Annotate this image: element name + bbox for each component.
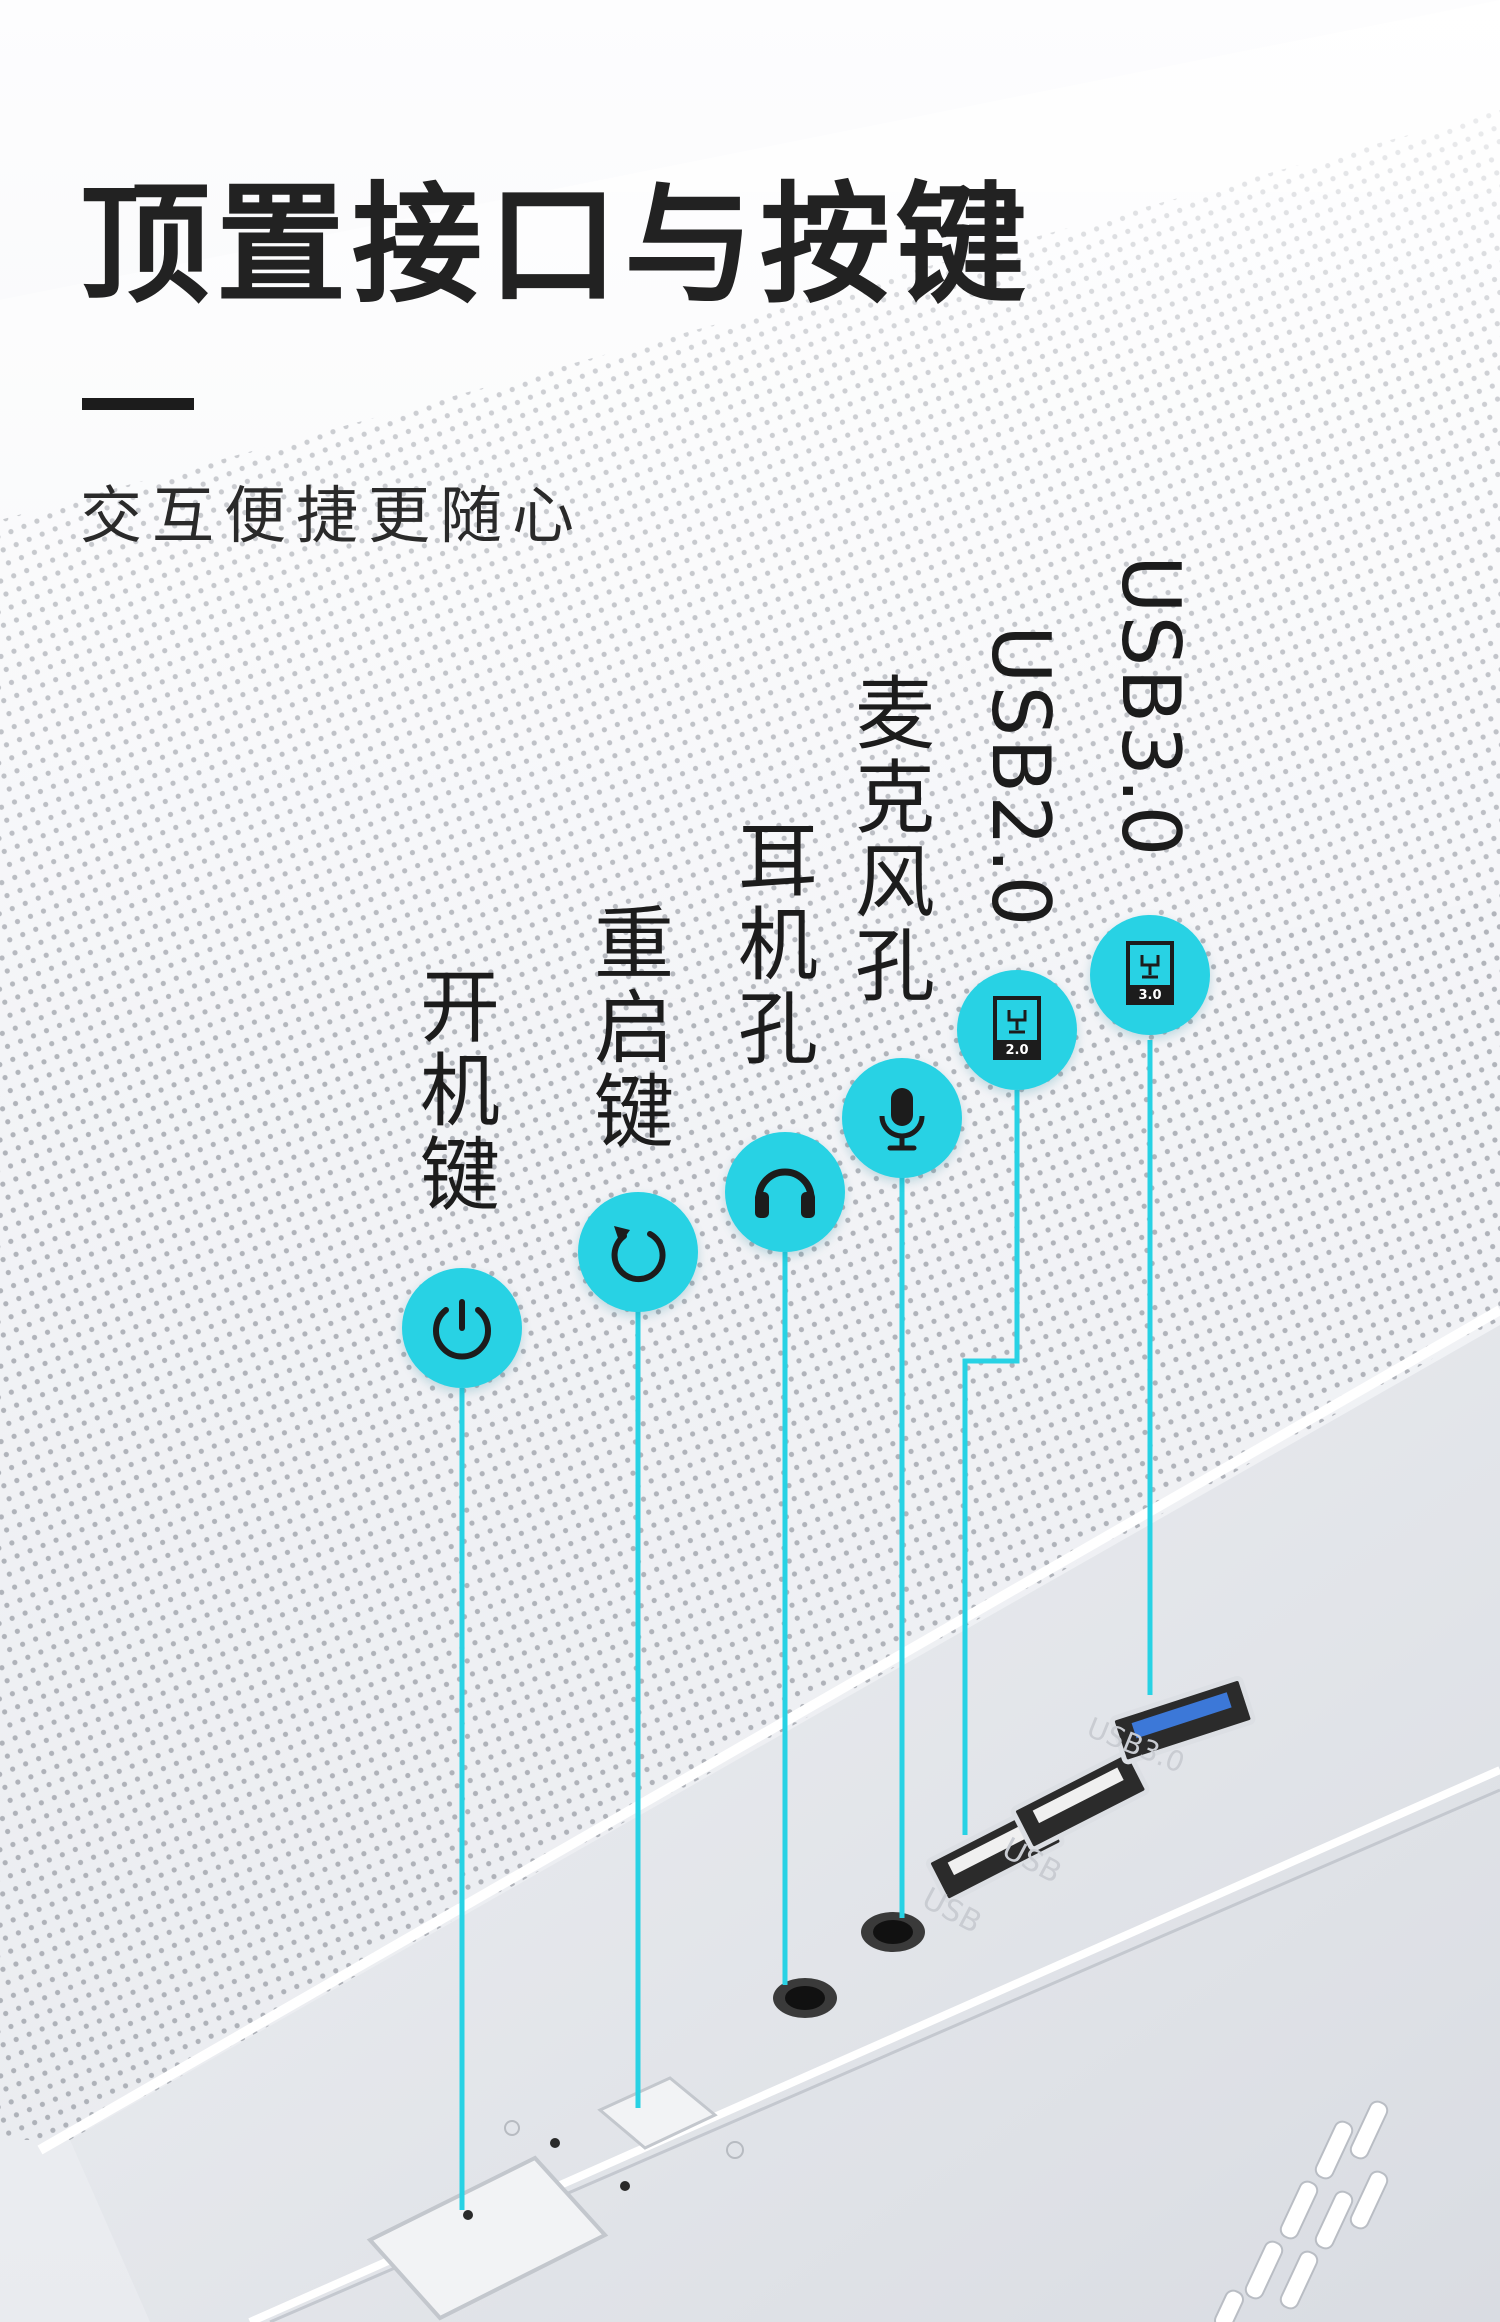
label-char: 重	[594, 898, 674, 991]
headphone-icon	[755, 1168, 815, 1218]
microphone-jack[interactable]	[861, 1912, 925, 1952]
usb-2-icon: 2.0	[993, 996, 1041, 1060]
label-char: 麦	[855, 668, 935, 761]
headphone-badge	[725, 1132, 845, 1252]
label-char: 孔	[738, 983, 818, 1076]
usb3-badge: 3.0	[1090, 915, 1210, 1035]
usb-2-badge-text: 2.0	[1005, 1043, 1028, 1058]
label-text: 重启键	[594, 905, 674, 1157]
label-text: 开机键	[420, 968, 500, 1220]
power-icon	[433, 1299, 491, 1360]
label-power-key: 开机键	[420, 968, 500, 1220]
reset-symbol	[726, 2141, 744, 2159]
callout-lines	[459, 1040, 1153, 2210]
page-title: 顶置接口与按键	[80, 169, 1033, 321]
label-char: 孔	[855, 920, 935, 1013]
label-char: 机	[420, 1045, 500, 1138]
power-led-ring	[504, 2120, 520, 2136]
leader-usb2	[962, 1090, 1020, 1835]
label-char: 启	[594, 982, 674, 1075]
vent-slots	[1214, 2100, 1389, 2322]
label-char: 开	[420, 961, 500, 1054]
usb-3-badge-text: 3.0	[1138, 988, 1161, 1003]
case-edge	[37, 1305, 1500, 2155]
label-headphone-jack: 耳机孔	[738, 822, 818, 1074]
label-char: 键	[594, 1066, 674, 1159]
hdd-led	[620, 2181, 630, 2191]
power-button[interactable]	[366, 2155, 609, 2321]
label-char: 机	[738, 899, 818, 992]
usb2-badge: 2.0	[957, 970, 1077, 1090]
mesh-panel-fade	[0, 0, 1500, 1100]
usb2-port-b[interactable]	[1010, 1749, 1150, 1852]
label-char: 耳	[738, 815, 818, 908]
usb3-port[interactable]	[1109, 1675, 1256, 1765]
reset-button[interactable]	[597, 2076, 718, 2150]
label-usb3: USB3.0	[1104, 555, 1197, 859]
label-text: 麦克风孔	[855, 675, 935, 1011]
label-microphone-jack: 麦克风孔	[855, 675, 935, 1011]
page-subtitle: 交互便捷更随心	[80, 479, 585, 552]
usb-3-icon: 3.0	[1126, 941, 1174, 1005]
headphone-jack[interactable]	[773, 1978, 837, 2018]
power-led	[550, 2138, 560, 2148]
label-usb2: USB2.0	[974, 625, 1067, 929]
label-char: 键	[420, 1129, 500, 1222]
label-reset-key: 重启键	[594, 905, 674, 1157]
power-badge	[402, 1268, 522, 1388]
microphone-icon	[879, 1088, 925, 1151]
reset-badge	[578, 1192, 698, 1312]
label-char: 克	[855, 752, 935, 845]
restart-icon	[611, 1226, 666, 1283]
label-char: 风	[855, 836, 935, 929]
label-text: 耳机孔	[738, 822, 818, 1074]
microphone-badge	[842, 1058, 962, 1178]
title-underline	[82, 398, 194, 410]
